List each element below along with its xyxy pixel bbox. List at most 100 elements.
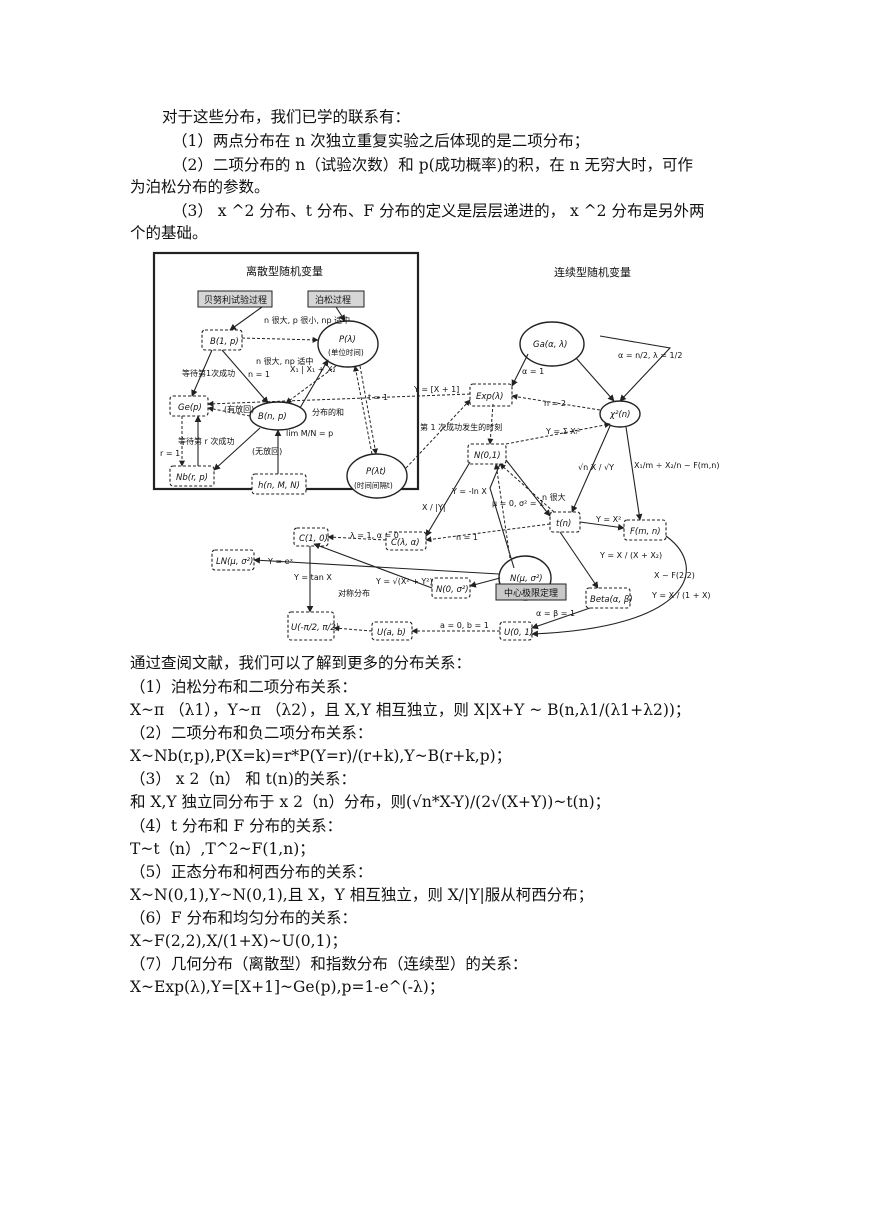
label-wait-r: 等待第 r 次成功: [178, 436, 234, 446]
node-upi-label: U(-π/2, π/2): [291, 623, 339, 633]
label-duichen: 对称分布: [338, 588, 370, 598]
node-beta: [585, 587, 631, 609]
node-c10: [293, 527, 329, 547]
after-line-5: X~Nb(r,p),P(X=k)=r*P(Y=r)/(r+k),Y~B(r+k,…: [130, 747, 512, 765]
label-tdef: √n X / √Y: [578, 463, 614, 472]
after-line-15: X~Exp(λ),Y=[X+1]~Ge(p),p=1-e^(-λ)；: [130, 978, 445, 996]
label-yx1: Y = [X + 1]: [413, 385, 459, 394]
node-hnmn-label: h(n, M, N): [258, 481, 300, 491]
discrete-title: 离散型随机变量: [246, 264, 323, 278]
label-shifeng: 分布的和: [312, 407, 344, 417]
node-gaal-label: Ga(α, λ): [533, 340, 567, 350]
label-ylnx: Y = -ln X: [451, 487, 487, 496]
after-line-3: X~π （λ1），Y~π （λ2），且 X,Y 相互独立，则 X|X+Y ~ B…: [130, 701, 691, 719]
node-cla-label: C(λ, α): [391, 538, 420, 548]
bernoulli-box: [197, 290, 273, 308]
intro-heading: 对于这些分布，我们已学的联系有：: [162, 108, 411, 126]
after-line-4: （2）二项分布和负二项分布关系：: [130, 724, 373, 742]
after-line-7: 和 X,Y 独立同分布于 x 2（n）分布，则(√n*X-Y)/(2√(X+Y)…: [130, 793, 611, 811]
node-exp-label: Exp(λ): [476, 392, 503, 402]
node-beta-label: Beta(α, β): [590, 595, 633, 605]
diagram-arrows: [179, 306, 687, 638]
node-bnp-label: B(n, p): [258, 412, 287, 422]
after-line-12: （6）F 分布和均匀分布的关系：: [130, 909, 358, 927]
label-wait-first: 等待第1次成功: [182, 368, 235, 378]
intro-item-3-cont: 个的基础。: [130, 224, 208, 242]
label-alpha1: α = 1: [522, 367, 544, 376]
distribution-relationship-diagram: 离散型随机变量 连续型随机变量 贝努利试验过程 泊松过程 B(1, p) P(λ…: [152, 251, 719, 641]
label-x1x: Y = X / (1 + X): [651, 591, 711, 600]
node-hnmn: [251, 473, 307, 495]
label-nn1: n = 1: [456, 533, 478, 542]
node-n0s-label: N(0, σ²): [436, 585, 469, 595]
intro-item-3: （3） x ^2 分布、t 分布、F 分布的定义是层层递进的， x ^2 分布是…: [172, 202, 705, 220]
clt-label: 中心极限定理: [504, 587, 558, 599]
node-gep-label: Ge(p): [178, 403, 202, 413]
after-line-1: 通过查阅文献，我们可以了解到更多的分布关系：: [130, 654, 472, 672]
label-xy: X / |Y|: [422, 503, 446, 512]
node-plambda-sub: (单位时间): [328, 347, 364, 357]
label-ysqrt: Y = √(X² + Y²): [375, 577, 433, 586]
after-line-10: （5）正态分布和柯西分布的关系：: [130, 863, 373, 881]
node-plambda-label: P(λ): [339, 335, 356, 345]
label-xxdiv: Y = X / (X + X₂): [599, 551, 662, 560]
node-n01: [467, 443, 507, 465]
label-f22: X ~ F(2,2): [654, 571, 695, 580]
clt-box: [495, 583, 567, 601]
label-ab1: α = β = 1: [536, 609, 575, 618]
node-plt-sub: (时间间隔t): [354, 480, 393, 490]
label-wuhuigui: (无放回): [252, 446, 282, 456]
label-nbig: n 很大: [542, 492, 566, 502]
node-tn-label: t(n): [556, 519, 571, 529]
node-gep: [169, 395, 209, 417]
label-yx2: Y = X²: [595, 515, 621, 524]
label-r1: r = 1: [160, 449, 180, 458]
node-lnmu-label: LN(μ, σ²): [216, 557, 253, 567]
node-nmu-label: N(μ, σ²): [510, 574, 543, 584]
label-lam1: λ = 1, α = 0: [350, 531, 399, 540]
node-fmn-label: F(m, n): [630, 527, 661, 537]
label-mu0: μ = 0, σ² = 1: [492, 499, 544, 508]
node-uab: [371, 621, 413, 641]
label-fdef: X₁/m ÷ X₂/n ~ F(m,n): [634, 461, 719, 470]
after-line-6: （3） x 2（n） 和 t(n)的关系：: [130, 770, 356, 788]
intro-item-2-cont: 为泊松分布的参数。: [130, 178, 270, 196]
label-bern-to-b: n 很大, p 很小, np 适中: [264, 315, 350, 325]
node-exp: [469, 383, 513, 407]
node-plambda: [317, 320, 379, 368]
label-ytan: Y = tan X: [293, 573, 332, 582]
node-gaal: [519, 321, 585, 367]
after-line-2: （1）泊松分布和二项分布关系：: [130, 678, 357, 696]
after-line-11: X~N(0,1),Y~N(0,1),且 X，Y 相互独立，则 X/|Y|服从柯西…: [130, 886, 594, 904]
label-yex: Y = eˣ: [267, 557, 294, 566]
label-t1: t = 1: [368, 393, 388, 402]
node-n01-label: N(0,1): [474, 451, 501, 461]
node-chi2-label: χ²(n): [609, 410, 630, 420]
node-plt-label: P(λt): [366, 467, 386, 477]
node-n0s: [431, 577, 471, 599]
label-a0b1: a = 0, b = 1: [440, 621, 489, 630]
after-line-14: （7）几何分布（离散型）和指数分布（连续型）的关系：: [130, 955, 528, 973]
label-ysum: Y = Σ Xᵢ²: [545, 427, 580, 436]
label-first-success: 第 1 次成功发生的时刻: [420, 422, 502, 432]
label-n2: n = 2: [544, 399, 566, 408]
poisson-process-label: 泊松过程: [315, 294, 351, 306]
node-nbrp: [169, 465, 215, 487]
after-line-8: （4）t 分布和 F 分布的关系：: [130, 817, 343, 835]
node-b1p-label: B(1, p): [210, 337, 239, 347]
intro-item-2: （2）二项分布的 n（试验次数）和 p(成功概率)的积，在 n 无穷大时，可作: [172, 156, 694, 174]
after-line-13: X~F(2,2),X/(1+X)~U(0,1)；: [130, 932, 347, 950]
node-uab-label: U(a, b): [377, 628, 406, 638]
label-x1x2: X₁ | X₁ + X₂: [290, 365, 336, 374]
intro-item-1: （1）两点分布在 n 次独立重复实验之后体现的是二项分布；: [172, 132, 590, 150]
node-u01-label: U(0, 1): [504, 628, 533, 638]
label-alpha-chi: α = n/2, λ = 1/2: [618, 351, 682, 360]
node-cla: [385, 531, 427, 551]
label-nlarge: n 很大, np 适中: [256, 356, 313, 366]
label-limit: lim M/N = p: [286, 429, 333, 438]
node-b1p: [201, 329, 243, 351]
continuous-title: 连续型随机变量: [554, 265, 631, 279]
label-n1: n = 1: [248, 370, 270, 379]
node-nbrp-label: Nb(r, p): [176, 473, 208, 483]
bernoulli-label: 贝努利试验过程: [204, 294, 267, 306]
